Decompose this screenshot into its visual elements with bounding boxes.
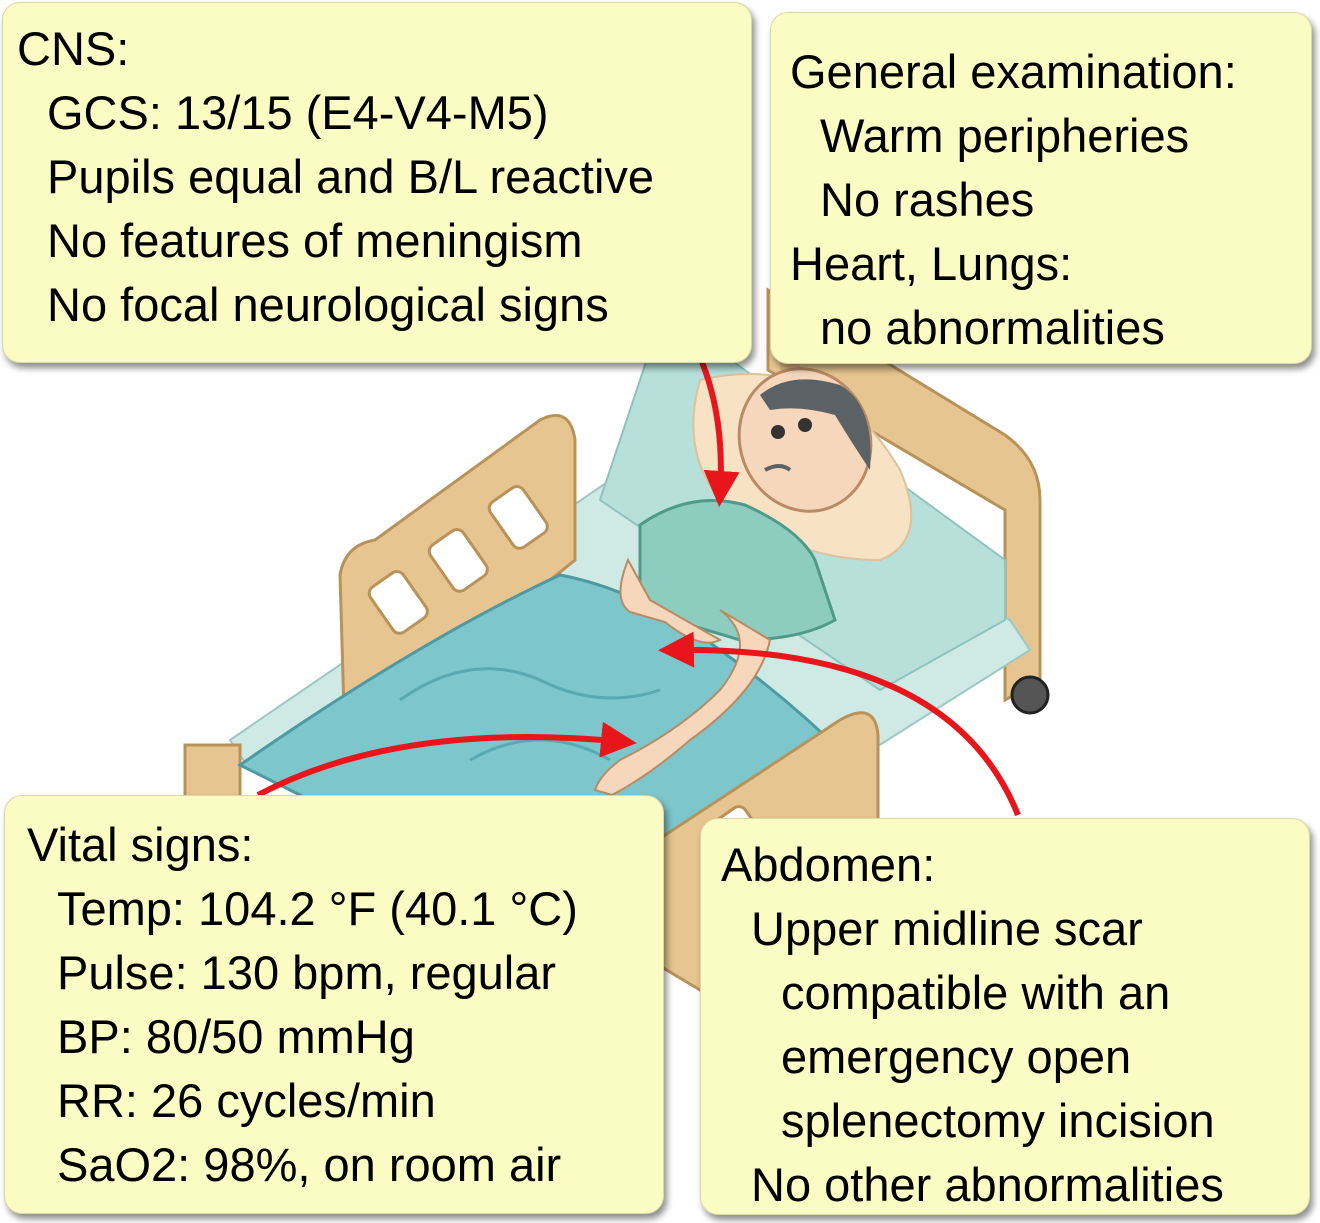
cns-item: Pupils equal and B/L reactive — [47, 150, 655, 203]
heart-lungs-item: no abnormalities — [820, 301, 1165, 354]
general-item: No rashes — [820, 173, 1035, 226]
abdomen-title: Abdomen: — [721, 838, 936, 891]
cns-item: GCS: 13/15 (E4-V4-M5) — [47, 86, 549, 139]
arrow-cns-to-chest — [699, 360, 740, 507]
abdomen-item: splenectomy incision — [781, 1094, 1215, 1147]
cns-title: CNS: — [17, 22, 130, 75]
abdomen-item: No other abnormalities — [751, 1158, 1224, 1211]
arrow-abdomen-to-belly — [658, 631, 1021, 817]
cns-exam-box: CNS: GCS: 13/15 (E4-V4-M5) Pupils equal … — [2, 2, 752, 363]
patient-head — [737, 367, 873, 513]
abdomen-item: compatible with an — [781, 966, 1171, 1019]
abdomen-exam-box: Abdomen: Upper midline scar compatible w… — [700, 818, 1310, 1215]
vitals-title: Vital signs: — [27, 818, 254, 871]
cns-item: No features of meningism — [47, 214, 583, 267]
abdomen-item: Upper midline scar — [751, 902, 1143, 955]
vitals-item-rr: RR: 26 cycles/min — [57, 1074, 436, 1127]
patient-body — [593, 499, 837, 797]
cns-item: No focal neurological signs — [47, 278, 609, 331]
arrow-vitals-to-arm — [256, 721, 637, 798]
bed-wheel — [1010, 675, 1050, 715]
vitals-item-sao2: SaO2: 98%, on room air — [57, 1138, 562, 1191]
heart-lungs-title: Heart, Lungs: — [790, 237, 1073, 290]
vital-signs-box: Vital signs: Temp: 104.2 °F (40.1 °C) Pu… — [4, 795, 664, 1214]
vitals-item-pulse: Pulse: 130 bpm, regular — [57, 946, 557, 999]
general-title: General examination: — [790, 45, 1237, 98]
vitals-item-temp: Temp: 104.2 °F (40.1 °C) — [57, 882, 578, 935]
abdomen-item: emergency open — [781, 1030, 1132, 1083]
vitals-item-bp: BP: 80/50 mmHg — [57, 1010, 415, 1063]
general-exam-box: General examination: Warm peripheries No… — [770, 12, 1312, 364]
general-item: Warm peripheries — [820, 109, 1190, 162]
